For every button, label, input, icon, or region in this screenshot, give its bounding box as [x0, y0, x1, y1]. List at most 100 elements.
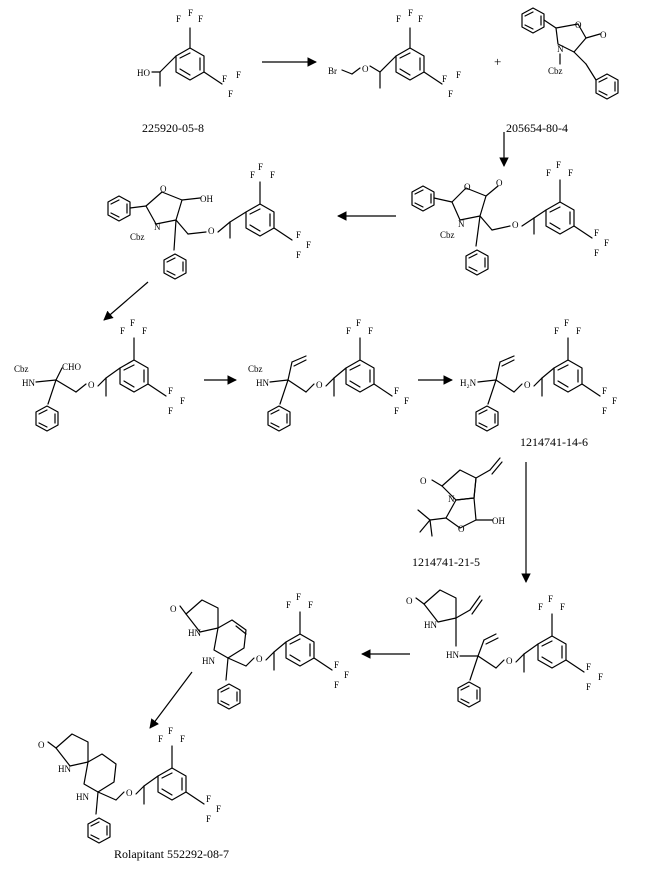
atom-o: O	[458, 524, 465, 534]
atom-f: F	[346, 326, 351, 336]
atom-f: F	[334, 660, 339, 670]
atom-f: F	[554, 326, 559, 336]
atom-o: O	[406, 596, 413, 606]
atom-f: F	[408, 8, 413, 18]
atom-br: Br	[328, 66, 337, 76]
atom-o: O	[512, 220, 519, 230]
compound-rolapitant: O HN HN O F F F F F F Rolapitant 552292-…	[38, 726, 229, 861]
atom-f: F	[604, 238, 609, 248]
atom-hn: HN	[188, 628, 201, 638]
compound-label: 1214741-21-5	[412, 555, 480, 569]
compound-vinyl-carbamate: Cbz HN O F F F F F F	[248, 318, 409, 432]
atom-f: F	[404, 396, 409, 406]
atom-f: F	[142, 326, 147, 336]
atom-f: F	[206, 814, 211, 824]
atom-f: F	[296, 250, 301, 260]
atom-f: F	[548, 594, 553, 604]
atom-o: O	[256, 654, 263, 664]
atom-f: F	[442, 74, 447, 84]
atom-cbz: Cbz	[130, 232, 145, 242]
atom-f: F	[556, 160, 561, 170]
atom-hn: HN	[424, 620, 437, 630]
atom-f: F	[594, 228, 599, 238]
atom-f: F	[168, 406, 173, 416]
atom-cho: CHO	[62, 362, 82, 372]
atom-cbz: Cbz	[248, 364, 263, 374]
atom-o: O	[126, 788, 133, 798]
atom-n: N	[458, 219, 465, 229]
atom-f: F	[456, 70, 461, 80]
atom-o: O	[575, 20, 582, 30]
atom-oh: OH	[200, 194, 213, 204]
atom-f: F	[396, 14, 401, 24]
atom-o: O	[160, 184, 167, 194]
atom-o: O	[316, 380, 323, 390]
atom-f: F	[250, 170, 255, 180]
atom-f: F	[394, 386, 399, 396]
atom-f: F	[176, 14, 181, 24]
compound-1214741-21-5: O N O OH 1214741-21-5	[412, 457, 505, 569]
atom-oh: OH	[492, 516, 505, 526]
atom-f: F	[216, 804, 221, 814]
atom-ho: HO	[137, 68, 150, 78]
atom-o: O	[506, 656, 513, 666]
atom-f: F	[612, 396, 617, 406]
atom-o: O	[464, 182, 471, 192]
atom-hn: HN	[22, 378, 35, 388]
atom-o: O	[170, 604, 177, 614]
atom-o: O	[600, 30, 607, 40]
atom-f: F	[306, 240, 311, 250]
compound-225920-05-8: F F F F F F HO 225920-05-8	[137, 8, 241, 135]
atom-f: F	[418, 14, 423, 24]
compound-lactol: O OH N Cbz O F F F F F F	[107, 162, 311, 280]
compound-label: 205654-80-4	[506, 121, 568, 135]
atom-o: O	[88, 380, 95, 390]
atom-hn: HN	[76, 792, 89, 802]
compound-aldehyde: Cbz HN CHO O F F F F F F	[14, 318, 185, 432]
atom-f: F	[180, 396, 185, 406]
atom-cbz: Cbz	[440, 230, 455, 240]
atom-f: F	[602, 406, 607, 416]
atom-cbz: Cbz	[548, 66, 563, 76]
atom-f: F	[296, 592, 301, 602]
atom-f: F	[188, 8, 193, 18]
compound-label: Rolapitant 552292-08-7	[114, 847, 229, 861]
atom-f: F	[586, 682, 591, 692]
atom-f: F	[368, 326, 373, 336]
atom-f: F	[546, 168, 551, 178]
atom-o: O	[362, 64, 369, 74]
atom-f: F	[236, 70, 241, 80]
atom-f: F	[296, 230, 301, 240]
atom-f: F	[576, 326, 581, 336]
compound-205654-80-4: O O N Cbz 205654-80-4	[506, 7, 619, 135]
atom-hn: HN	[202, 656, 215, 666]
atom-hn: HN	[58, 764, 71, 774]
atom-f: F	[270, 170, 275, 180]
atom-f: F	[198, 14, 203, 24]
atom-f: F	[222, 74, 227, 84]
atom-f: F	[168, 726, 173, 736]
atom-o: O	[208, 226, 215, 236]
atom-f: F	[158, 734, 163, 744]
atom-f: F	[564, 318, 569, 328]
atom-f: F	[120, 326, 125, 336]
atom-f: F	[308, 600, 313, 610]
atom-f: F	[586, 662, 591, 672]
compound-label: 225920-05-8	[142, 121, 204, 135]
atom-o: O	[38, 740, 45, 750]
atom-n: N	[448, 494, 455, 504]
compound-spiro-alkene: O HN HN O F F F F F F	[170, 592, 349, 710]
atom-f: F	[394, 406, 399, 416]
atom-o: O	[496, 178, 503, 188]
atom-f: F	[602, 386, 607, 396]
atom-f: F	[168, 386, 173, 396]
atom-hn: HN	[446, 650, 459, 660]
compound-1214741-14-6: H₂N O F F F F F F 1214741-14-6	[460, 318, 617, 449]
atom-f: F	[356, 318, 361, 328]
plus-sign: +	[494, 54, 501, 69]
atom-cbz: Cbz	[14, 364, 29, 374]
atom-o: O	[524, 380, 531, 390]
compound-diene-amine: O HN HN O F F F F F F	[406, 589, 603, 708]
compound-alkylated-oxazolidinone: O O N Cbz O F F F F F F	[411, 160, 609, 276]
